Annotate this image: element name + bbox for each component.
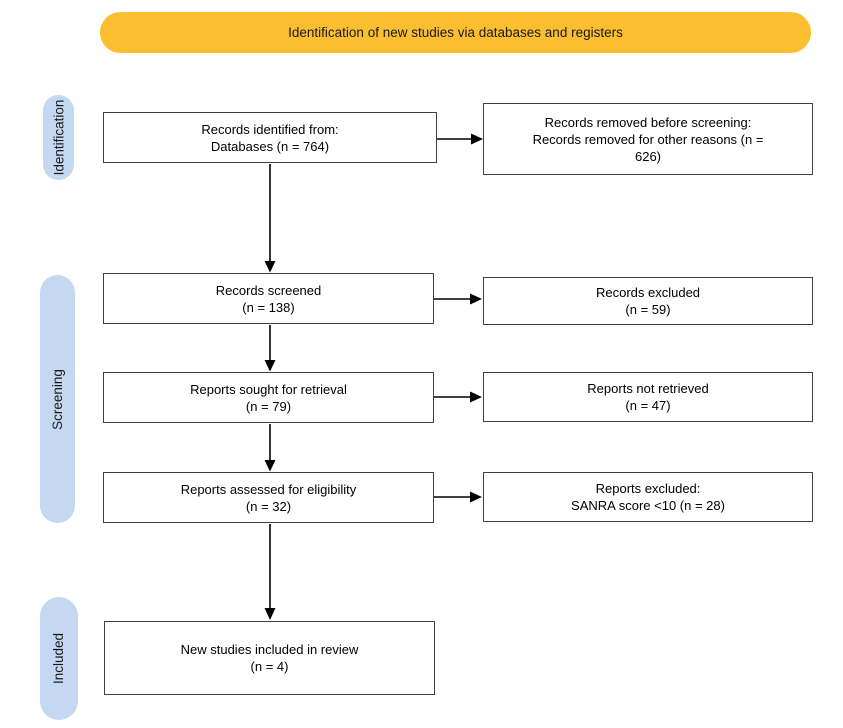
stage-included: Included: [40, 597, 78, 720]
stage-screening-label: Screening: [50, 368, 66, 430]
box-line: Reports assessed for eligibility: [180, 481, 357, 497]
arrow-sought-to-notretrieved: [434, 391, 482, 403]
box-line: Reports not retrieved: [587, 381, 709, 396]
box-line: Records removed before screening:: [544, 114, 752, 130]
box-line: Records excluded: [595, 285, 701, 300]
box-records-screened: Records screened (n = 138): [103, 273, 434, 324]
arrow-screened-to-excluded: [434, 293, 482, 305]
box-line: Reports excluded:: [595, 481, 701, 496]
box-line: Records screened: [215, 282, 322, 298]
box-line: (n = 4): [250, 659, 289, 674]
box-line: Reports sought for retrieval: [190, 381, 347, 397]
box-line: Databases (n = 764): [210, 138, 330, 154]
box-line: (n = 79): [245, 398, 292, 414]
box-line: Records removed for other reasons (n =: [532, 131, 764, 147]
arrow-sought-to-assessed: [264, 424, 276, 472]
stage-included-label: Included: [51, 632, 67, 685]
stage-screening: Screening: [40, 275, 75, 523]
arrow-assessed-to-included: [264, 524, 276, 620]
box-line: (n = 47): [625, 398, 671, 413]
box-records-identified: Records identified from: Databases (n = …: [103, 112, 437, 163]
box-line: (n = 32): [245, 498, 292, 514]
box-line: New studies included in review: [180, 642, 359, 657]
box-reports-assessed: Reports assessed for eligibility (n = 32…: [103, 472, 434, 523]
arrow-identified-to-removed: [437, 133, 483, 145]
box-new-studies-included: New studies included in review (n = 4): [104, 621, 435, 695]
arrow-assessed-to-excluded: [434, 491, 482, 503]
box-line: (n = 138): [242, 299, 295, 315]
box-reports-excluded-sanra: Reports excluded: SANRA score <10 (n = 2…: [483, 472, 813, 522]
box-line: Records identified from:: [201, 121, 339, 137]
box-records-removed: Records removed before screening: Record…: [483, 103, 813, 175]
box-reports-sought: Reports sought for retrieval (n = 79): [103, 372, 434, 423]
box-line: 626): [634, 148, 662, 164]
stage-identification-label: Identification: [51, 99, 66, 176]
box-line: SANRA score <10 (n = 28): [571, 498, 725, 513]
box-records-excluded: Records excluded (n = 59): [483, 277, 813, 325]
arrow-screened-to-sought: [264, 325, 276, 372]
banner: Identification of new studies via databa…: [100, 12, 811, 53]
arrow-identified-to-screened: [264, 164, 276, 273]
stage-identification: Identification: [43, 95, 74, 180]
box-reports-not-retrieved: Reports not retrieved (n = 47): [483, 372, 813, 422]
box-line: (n = 59): [625, 302, 671, 317]
